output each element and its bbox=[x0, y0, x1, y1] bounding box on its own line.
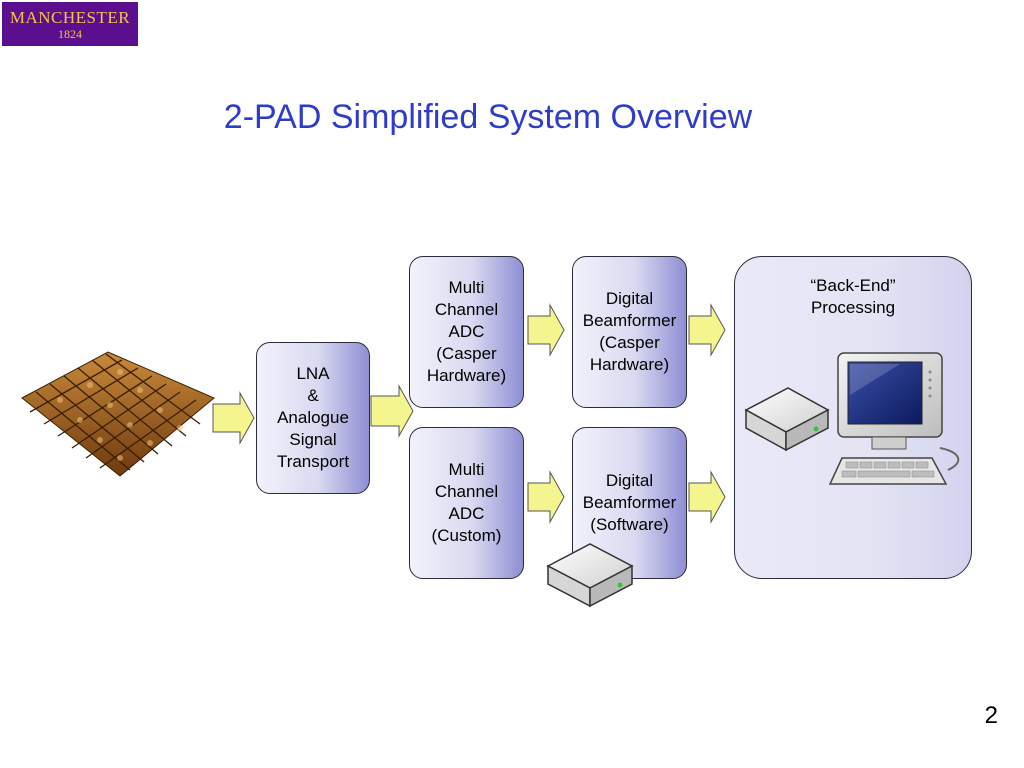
arrow-right-icon bbox=[688, 470, 726, 524]
logo-year: 1824 bbox=[58, 27, 82, 41]
arrow-right-icon bbox=[527, 303, 565, 357]
lna-block: LNA & Analogue Signal Transport bbox=[256, 342, 370, 494]
hard-drive-icon bbox=[744, 387, 830, 452]
arrow-right-icon bbox=[212, 391, 255, 445]
beamformer-casper-block: Digital Beamformer (Casper Hardware) bbox=[572, 256, 687, 408]
arrow-right-icon bbox=[370, 384, 414, 438]
desktop-computer-icon bbox=[828, 352, 960, 485]
page-number: 2 bbox=[984, 702, 998, 729]
adc-custom-block: Multi Channel ADC (Custom) bbox=[409, 427, 524, 579]
adc-casper-block: Multi Channel ADC (Casper Hardware) bbox=[409, 256, 524, 408]
logo-name: MANCHESTER bbox=[9, 8, 131, 27]
arrow-right-icon bbox=[527, 470, 565, 524]
slide-title: 2-PAD Simplified System Overview bbox=[223, 98, 753, 136]
university-logo: MANCHESTER 1824 bbox=[2, 2, 138, 46]
antenna-array-icon bbox=[21, 351, 215, 477]
arrow-right-icon bbox=[688, 303, 726, 357]
backend-label: “Back-End” Processing bbox=[810, 276, 896, 317]
hard-drive-icon bbox=[546, 543, 634, 608]
